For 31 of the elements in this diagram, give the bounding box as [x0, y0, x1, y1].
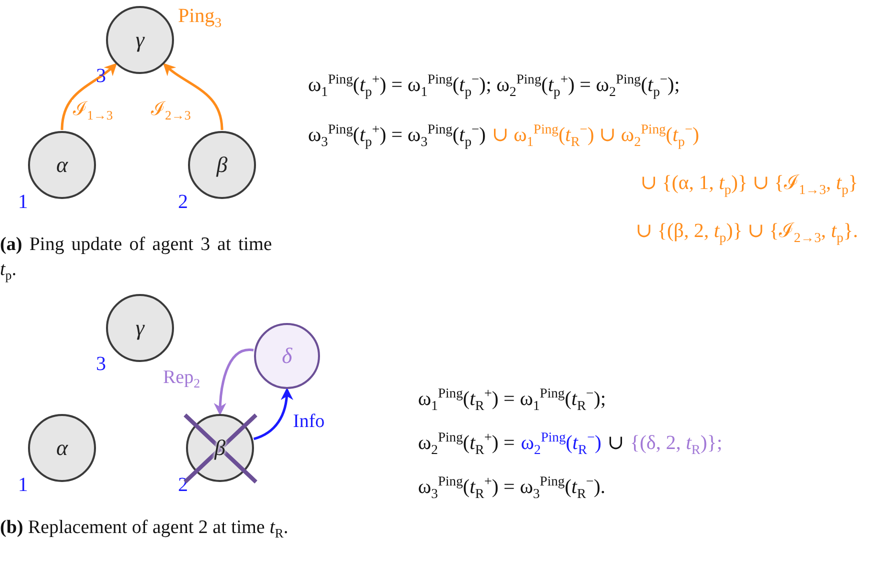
agent-circle: α — [28, 131, 96, 199]
equation: ω$_{2}$$^{Ping}$(t$_{R}$$^{+}$) = — [418, 430, 515, 456]
agent-circle: β — [188, 131, 256, 199]
edge-label: Rep$_{2}$ — [162, 368, 202, 389]
arrow — [162, 63, 224, 130]
equation: ∪ — [607, 431, 624, 456]
agent-number: 1 — [18, 475, 28, 495]
figure-caption: (b) Replacement of agent 2 at time t$_{R}$. — [0, 516, 290, 541]
ping-label: Ping$_{3}$ — [178, 6, 222, 26]
agent-circle: γ — [106, 294, 174, 362]
equation: ω$_{3}$$^{Ping}$(t$_{p}$$^{+}$) = ω$_{3}$$^{Ping}$(t$_{p}$$^{−}$) — [308, 122, 486, 148]
agent-number: 3 — [96, 354, 106, 374]
equation: {(δ, 2, t$_{R}$)}; — [630, 431, 722, 456]
arrow — [214, 348, 254, 416]
edge-label: ℐ$_{1→3}$ — [72, 100, 114, 121]
agent-circle: γ — [106, 6, 174, 74]
equation: ∪ {(β, 2, t$_{p}$)} ∪ {ℐ$_{2→3}$, t$_{p}$}. — [636, 219, 858, 244]
arrow — [60, 63, 118, 130]
equation: ∪ {(α, 1, t$_{p}$)} ∪ {ℐ$_{1→3}$, t$_{p}$} — [640, 171, 858, 196]
edge-label: ℐ$_{2→3}$ — [150, 100, 192, 121]
equation: ω$_{2}$$^{Ping}$(t$_{R}$$^{−}$) — [520, 430, 602, 456]
agent-circle: δ — [254, 323, 320, 389]
figure-caption: (a) Ping update of agent 3 at time t$_{p}$. — [0, 233, 272, 282]
agent-number: 2 — [178, 192, 188, 212]
agent-circle: α — [28, 414, 96, 482]
equation: ω$_{1}$$^{Ping}$(t$_{p}$$^{+}$) = ω$_{1}$$^{Ping}$(t$_{p}$$^{−}$); ω$_{2}$$^{Ping}$(t$_{p}$$^{+}$) = ω$_{2}$$^{Ping}$(t$_{p}$$^{−}$); — [308, 72, 680, 98]
arrow — [253, 388, 293, 440]
agent-number: 1 — [18, 192, 28, 212]
equation: ω$_{1}$$^{Ping}$(t$_{R}$$^{+}$) = ω$_{1}$$^{Ping}$(t$_{R}$$^{−}$); — [418, 386, 606, 412]
equation: ∪ ω$_{1}$$^{Ping}$(t$_{R}$$^{−}$) ∪ ω$_{2}$$^{Ping}$(t$_{p}$$^{−}$) — [492, 122, 700, 148]
equation: ω$_{3}$$^{Ping}$(t$_{R}$$^{+}$) = ω$_{3}$$^{Ping}$(t$_{R}$$^{−}$). — [418, 474, 606, 500]
